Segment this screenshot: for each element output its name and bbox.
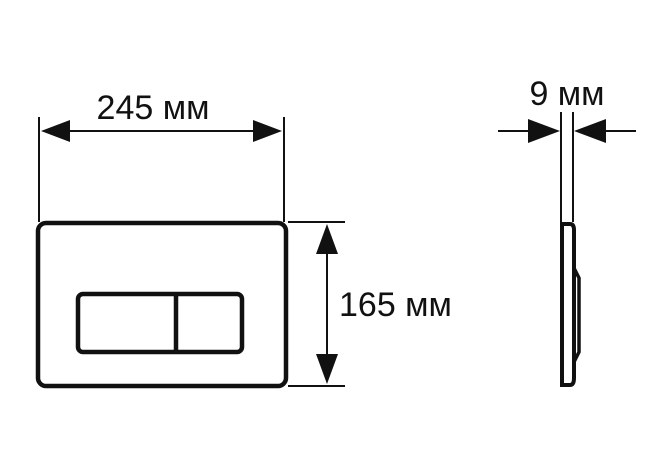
height-label: 165 мм	[339, 286, 452, 324]
flush-plate-outline	[35, 220, 289, 389]
width-arrow-right	[253, 120, 282, 142]
side-view: 9 мм	[498, 75, 636, 387]
front-view: 245 мм 165 мм	[35, 89, 452, 389]
depth-label: 9 мм	[529, 75, 604, 113]
depth-arrow-right	[574, 119, 606, 143]
height-arrow-bottom	[316, 354, 338, 384]
flush-buttons-frame	[75, 291, 245, 355]
flush-plate-profile	[560, 222, 576, 387]
height-arrow-top	[316, 224, 338, 254]
width-label: 245 мм	[97, 89, 210, 127]
button-profile	[572, 267, 581, 363]
width-arrow-left	[41, 120, 70, 142]
depth-arrow-left	[528, 119, 560, 143]
